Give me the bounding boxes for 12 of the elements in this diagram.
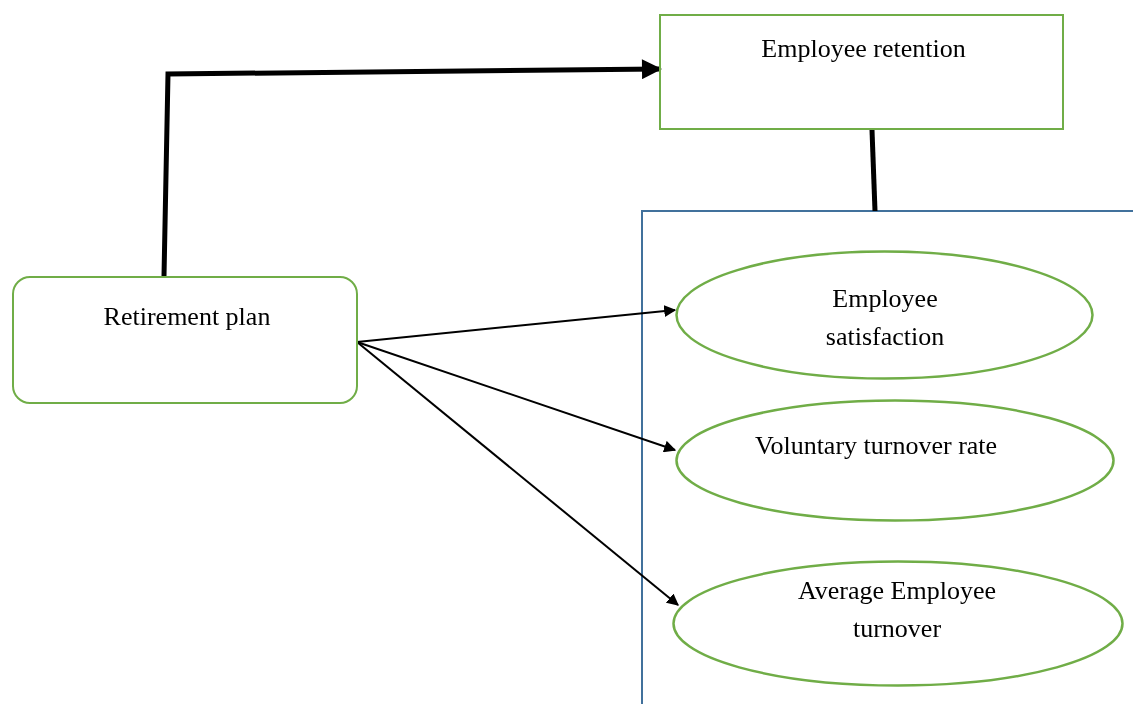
process-box	[12, 276, 358, 404]
group-panel	[641, 210, 1133, 704]
node-label: Employee satisfaction	[824, 283, 946, 353]
arrow	[356, 341, 677, 453]
node-label: Voluntary turnover rate	[755, 430, 999, 462]
node-label: Employee retention	[760, 33, 967, 65]
arrow	[356, 341, 679, 606]
arrow	[161, 59, 662, 277]
process-box	[659, 14, 1064, 130]
node-label: Average Employee turnover	[796, 575, 997, 645]
arrow	[356, 305, 677, 343]
node-label: Retirement plan	[102, 301, 272, 333]
